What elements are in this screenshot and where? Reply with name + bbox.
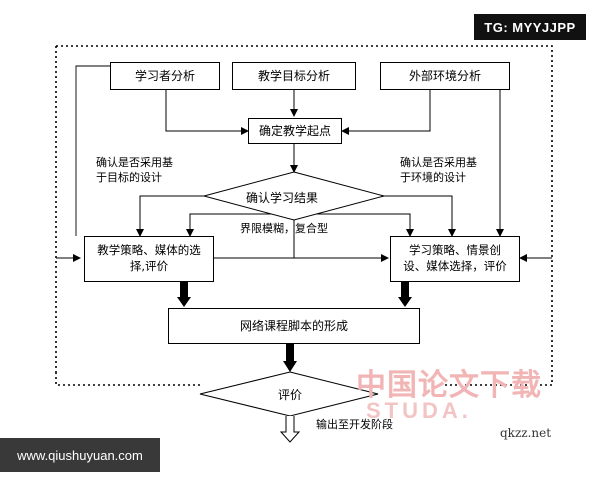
- boundary-note: 界限模糊，复合型: [240, 222, 328, 235]
- arrow-learner-to-start: [165, 90, 249, 135]
- confirm-result-label: 确认学习结果: [246, 191, 319, 205]
- footer-url-bar: www.qiushuyuan.com: [0, 438, 160, 472]
- teaching-goal-analysis-box: 教学目标分析: [232, 62, 356, 90]
- watermark-en: STUDA.: [366, 398, 472, 423]
- external-env-analysis-box: 外部环境分析: [380, 62, 510, 90]
- arrow-diamond-to-right: [384, 195, 456, 237]
- output-note: 输出至开发阶段: [316, 418, 393, 431]
- dotted-feedback-frame: [55, 45, 553, 386]
- left-strategy-box: 教学策略、媒体的选 择,评价: [84, 236, 214, 282]
- arrow-boundary-right: [294, 213, 414, 237]
- evaluate-label: 评价: [278, 388, 303, 402]
- left-condition-note: 确认是否采用基 于目标的设计: [96, 156, 173, 184]
- watermark-cn: 中国论文下载: [356, 368, 542, 403]
- diamond-confirm-result: [202, 171, 386, 221]
- right-condition-note: 确认是否采用基 于环境的设计: [400, 156, 477, 184]
- watermark-badge: TG: MYYJJPP: [474, 14, 586, 40]
- output-hollow-arrow: [279, 416, 301, 443]
- script-formation-box: 网络课程脚本的形成: [168, 308, 420, 344]
- right-strategy-box: 学习策略、情景创 设、媒体选择，评价: [390, 236, 520, 282]
- arrow-env-to-start: [341, 90, 431, 135]
- arrow-learner-side: [75, 65, 110, 236]
- arrow-boundary-left: [186, 213, 294, 237]
- arrow-diamond-to-left: [136, 195, 204, 237]
- starting-point-box: 确定教学起点: [248, 118, 342, 144]
- learner-analysis-box: 学习者分析: [110, 62, 220, 90]
- watermark-site: qkzz.net: [500, 426, 552, 440]
